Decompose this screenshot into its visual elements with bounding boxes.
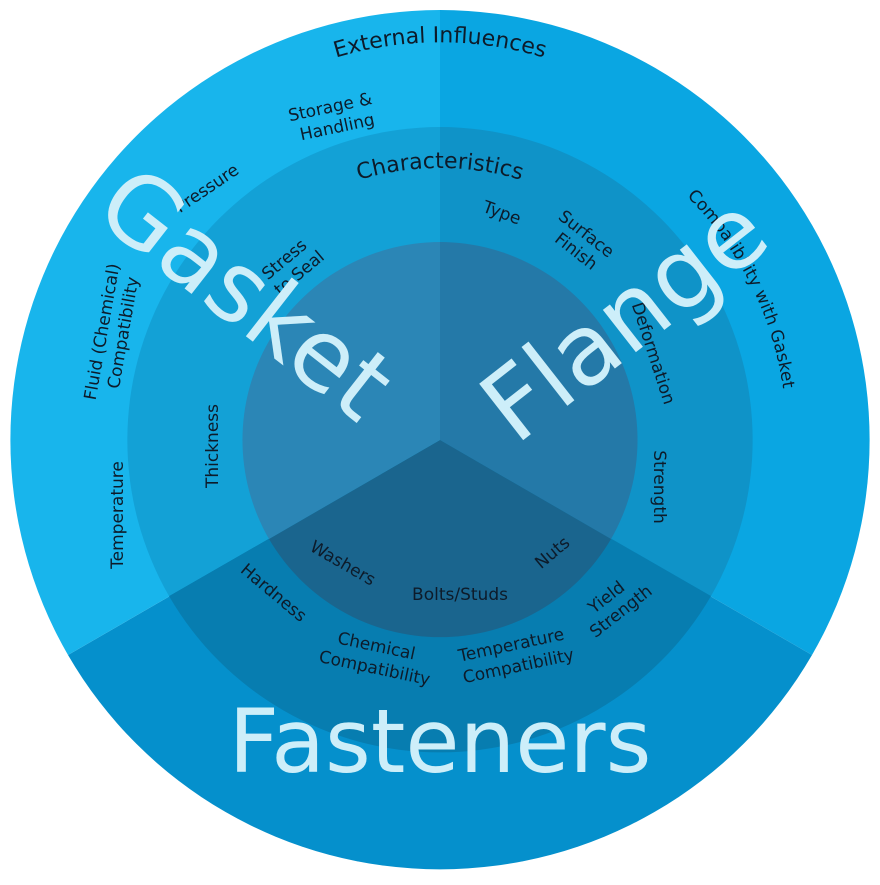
bolts-studs-label: Bolts/Studs xyxy=(412,585,508,605)
fasteners-title: Fasteners xyxy=(229,690,652,793)
inner-sector-fasteners xyxy=(269,440,611,638)
inner-sector-gasket xyxy=(242,242,440,539)
thickness-label: Thickness xyxy=(203,404,223,489)
inner-sector-flange xyxy=(440,242,638,539)
strength-label: Strength xyxy=(649,450,669,524)
temperature-outer-label: Temperature xyxy=(108,461,128,570)
